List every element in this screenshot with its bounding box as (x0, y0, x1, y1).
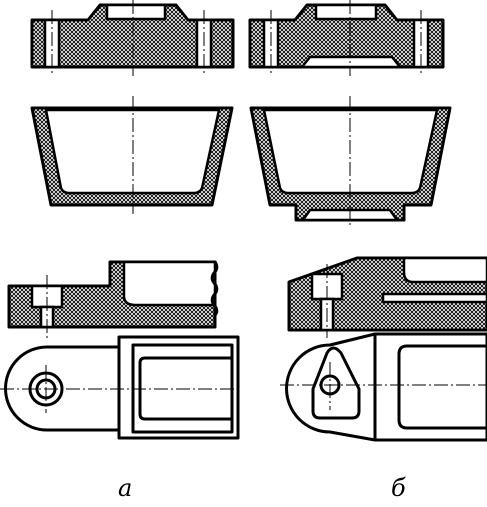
lever-section-b (287, 256, 487, 338)
caption-variant-b: б (391, 474, 406, 502)
cover-section-a (30, 0, 235, 76)
lever-plan-b (280, 332, 487, 442)
bowl-section-b (249, 96, 452, 228)
lever-section-a (7, 260, 219, 338)
caption-variant-a: а (118, 474, 133, 502)
cover-section-b (248, 0, 445, 76)
bowl-section-a (30, 96, 234, 214)
lever-plan-a (0, 335, 240, 440)
